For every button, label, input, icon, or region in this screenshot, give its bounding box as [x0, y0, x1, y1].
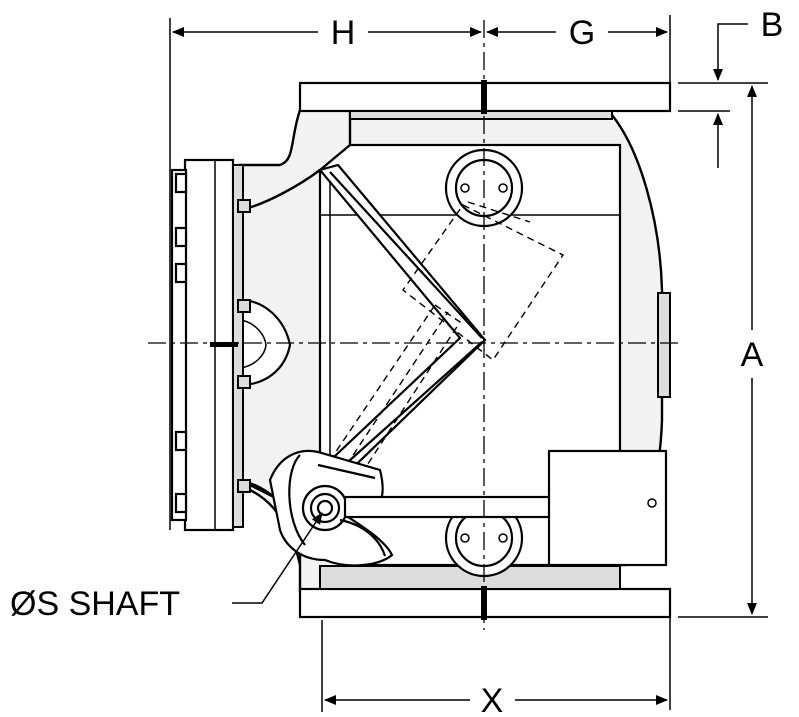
dim-x-label: X [481, 682, 504, 717]
operator-box [547, 449, 668, 567]
left-flange [170, 158, 251, 532]
dim-g-label: G [569, 14, 595, 52]
dim-b-leader [713, 23, 748, 81]
shaft-hub [268, 449, 394, 567]
center-lines [148, 20, 680, 630]
right-boss [657, 292, 671, 398]
dim-a-label: A [741, 336, 764, 374]
bottom-flange [298, 565, 672, 620]
dimension-lines [169, 15, 768, 712]
dim-h-label: H [331, 14, 356, 52]
top-flange [298, 80, 672, 120]
shaft-leader [232, 512, 323, 604]
operator-arm [343, 495, 554, 519]
shaft-callout-label: ØS SHAFT [10, 585, 180, 623]
dim-b-label: B [761, 6, 784, 44]
